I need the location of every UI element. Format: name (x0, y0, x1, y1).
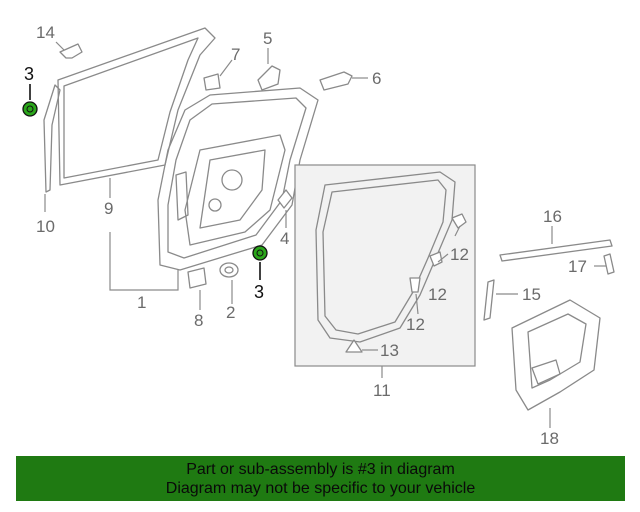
rear-door-shell (157, 87, 319, 271)
callout-18: 18 (540, 429, 559, 448)
callout-12-a: 12 (450, 245, 469, 264)
callout-1: 1 (137, 293, 146, 312)
callout-9: 9 (104, 199, 113, 218)
callout-10: 10 (36, 217, 55, 236)
callout-15: 15 (522, 285, 541, 304)
door-window-frame (57, 27, 216, 186)
callout-12-c: 12 (406, 315, 425, 334)
callout-8: 8 (194, 311, 203, 330)
part-12-clip-a (451, 213, 467, 229)
callout-5: 5 (263, 29, 272, 48)
part-15-strip (483, 279, 495, 321)
part-12-clip-c (409, 277, 421, 293)
callout-4: 4 (280, 229, 289, 248)
callout-17: 17 (568, 257, 587, 276)
callout-3-right: 3 (254, 282, 264, 302)
part-8-hinge (187, 267, 207, 289)
part-14-bracket (59, 43, 83, 59)
callout-11: 11 (373, 381, 391, 400)
part-4-clip (277, 189, 293, 209)
callout-3-left: 3 (24, 64, 34, 84)
callout-2: 2 (226, 303, 235, 322)
part-7-clip (203, 73, 221, 91)
leader-lines (29, 41, 606, 428)
banner-line-2: Diagram may not be specific to your vehi… (165, 480, 476, 497)
weatherstrip-outer (43, 84, 61, 193)
part-13-clip (345, 339, 363, 353)
callout-6: 6 (372, 69, 381, 88)
parts-diagram: 14 3 7 5 6 9 10 4 3 1 8 2 12 12 12 13 11… (22, 23, 615, 448)
door-weatherstrip (315, 171, 456, 343)
part-18-panel (511, 299, 601, 411)
part-5-bracket (257, 65, 281, 91)
part-info-banner: Part or sub-assembly is #3 in diagram Di… (16, 456, 625, 501)
part-3-highlighted-right (252, 245, 268, 261)
callout-labels: 14 3 7 5 6 9 10 4 3 1 8 2 12 12 12 13 11… (24, 23, 587, 448)
part-16-molding (499, 239, 613, 262)
callout-12-b: 12 (428, 285, 447, 304)
callout-14: 14 (36, 23, 55, 42)
part-12-clip-b (429, 251, 443, 267)
callout-13: 13 (380, 341, 399, 360)
part-2-plug (219, 262, 239, 278)
part-17-cap (603, 253, 615, 275)
banner-line-1: Part or sub-assembly is #3 in diagram (186, 461, 455, 478)
callout-16: 16 (543, 207, 562, 226)
part-3-highlighted-left (22, 101, 38, 117)
weatherstrip-group-box (294, 164, 476, 367)
callout-7: 7 (231, 45, 240, 64)
part-6-handle (319, 71, 353, 91)
